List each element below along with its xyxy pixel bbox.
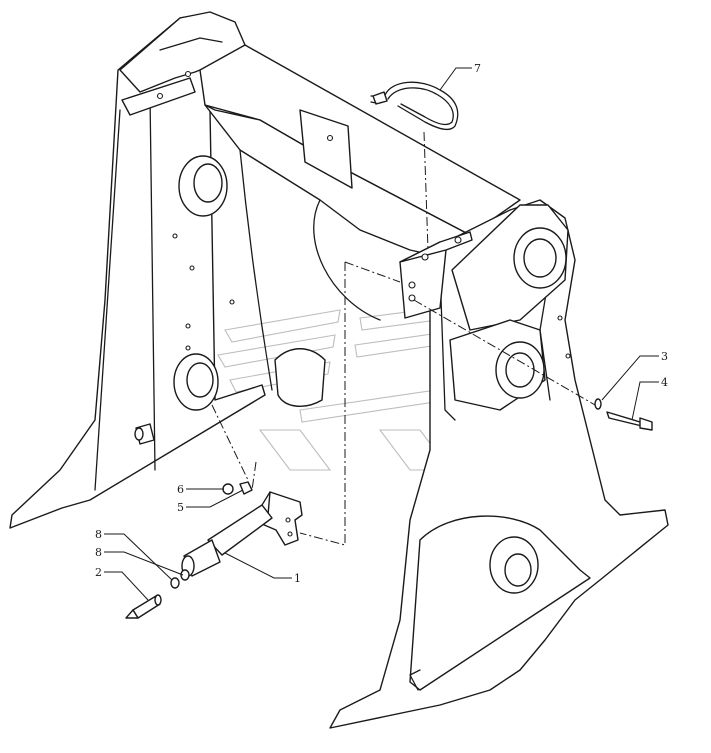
- beam-bracket: [399, 231, 473, 319]
- callout-8-lower: 8: [95, 546, 102, 559]
- callout-4: 4: [661, 376, 668, 389]
- left-upright-plate: [9, 11, 266, 529]
- callout-8-upper: 8: [95, 528, 102, 541]
- callout-6: 6: [177, 483, 184, 496]
- callout-labels: 7 3 4 6 5 1 8 8 2: [95, 62, 668, 585]
- assembly-centerlines: [211, 131, 596, 546]
- callout-3: 3: [661, 350, 668, 363]
- part-2-pin: [125, 594, 162, 619]
- part-7-wiring-loop: [370, 81, 459, 131]
- parts-5-6-fasteners: [222, 481, 253, 495]
- callout-7: 7: [474, 62, 481, 75]
- part-8-rings: [170, 569, 190, 589]
- parts-3-4-fasteners: [594, 398, 653, 431]
- callout-1: 1: [294, 572, 301, 585]
- right-upright-plate: [329, 199, 669, 729]
- callout-2: 2: [95, 566, 102, 579]
- callout-5: 5: [177, 501, 184, 514]
- part-1-bracket: [181, 491, 303, 577]
- cross-beam: [199, 44, 521, 407]
- leader-lines: [104, 67, 659, 601]
